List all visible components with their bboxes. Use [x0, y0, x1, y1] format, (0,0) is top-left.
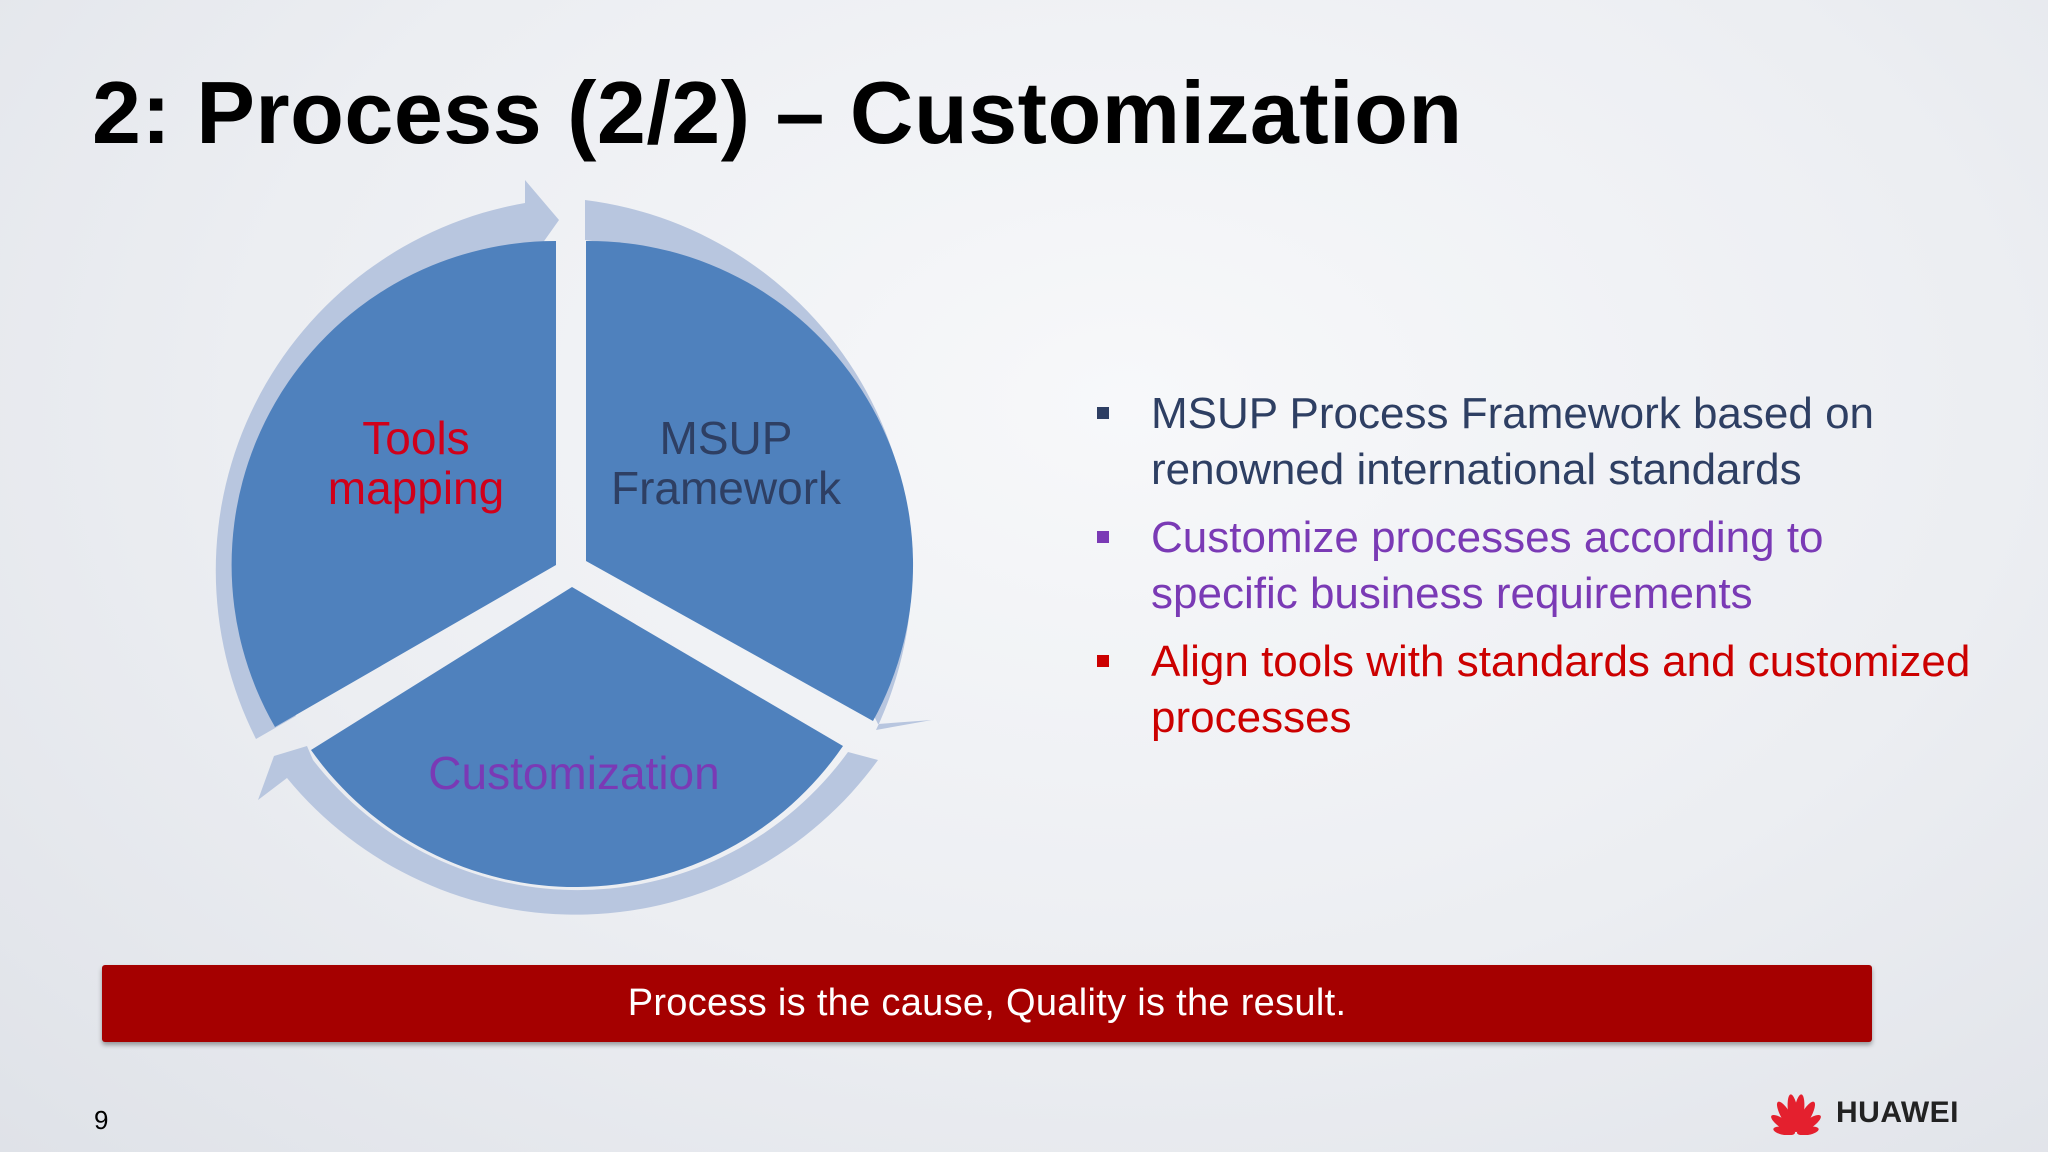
page-number: 9	[94, 1105, 109, 1135]
logo-text: HUAWEI	[1836, 1096, 1959, 1129]
segment-label-customization: Customization	[404, 748, 744, 798]
banner-text: Process is the cause, Quality is the res…	[627, 982, 1347, 1024]
segment-label-line: mapping	[327, 462, 505, 514]
bullet-item: Customize processes according to specifi…	[1094, 510, 1974, 622]
segment-label-msup-framework: MSUP Framework	[596, 413, 856, 513]
square-bullet-icon	[1097, 531, 1109, 543]
square-bullet-icon	[1097, 655, 1109, 667]
huawei-logo: HUAWEI	[1766, 1091, 1959, 1135]
segment-msup-framework	[586, 240, 914, 721]
segment-tools-mapping	[231, 240, 557, 727]
bullet-list: MSUP Process Framework based on renowned…	[1094, 386, 1974, 758]
square-bullet-icon	[1097, 407, 1109, 419]
segment-label-line: MSUP	[659, 412, 793, 464]
bullet-item: Align tools with standards and customize…	[1094, 634, 1974, 746]
quote-banner: Process is the cause, Quality is the res…	[102, 965, 1872, 1042]
bullet-text: MSUP Process Framework based on renowned…	[1151, 389, 1875, 494]
segment-label-line: Customization	[428, 747, 720, 799]
bullet-text: Align tools with standards and customize…	[1151, 637, 1971, 742]
bullet-item: MSUP Process Framework based on renowned…	[1094, 386, 1974, 498]
segment-label-line: Tools	[362, 412, 470, 464]
huawei-flower-icon	[1771, 1094, 1821, 1135]
segment-customization	[311, 587, 843, 888]
segment-label-tools-mapping: Tools mapping	[306, 413, 526, 513]
segment-label-line: Framework	[610, 462, 842, 514]
slide-title: 2: Process (2/2) – Customization	[92, 63, 1463, 162]
cycle-arrow-bottom	[258, 746, 878, 915]
bullet-text: Customize processes according to specifi…	[1151, 513, 1824, 618]
